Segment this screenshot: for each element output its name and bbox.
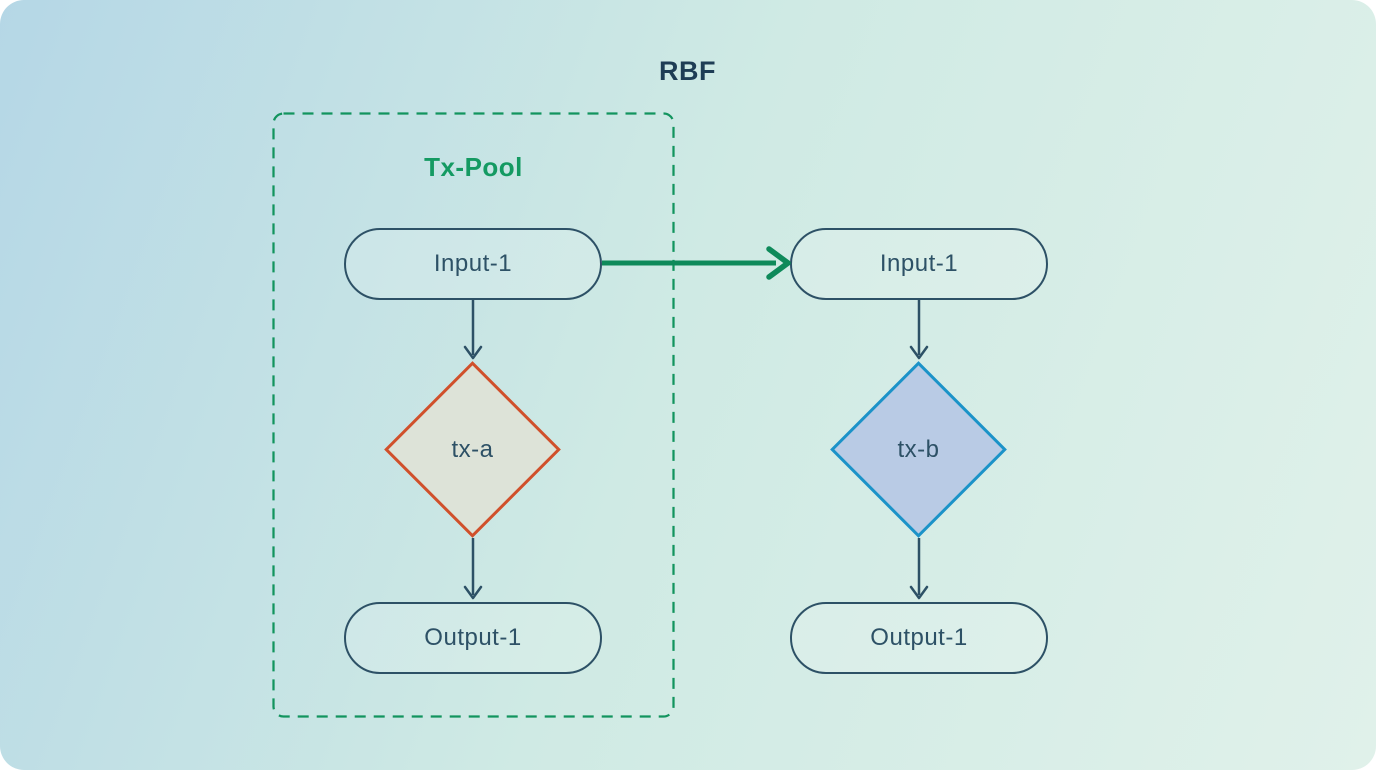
rbf-replacement-arrow [602, 246, 791, 280]
tx-pool-label: Tx-Pool [424, 152, 523, 182]
node-replacement-output-label: Output-1 [870, 624, 968, 651]
node-replacement-input: Input-1 [790, 228, 1048, 300]
node-tx-a-label: tx-a [451, 435, 494, 463]
node-pool-input-label: Input-1 [433, 250, 513, 277]
diagram-title: RBF [659, 56, 716, 86]
node-tx-b-label: tx-b [897, 435, 940, 463]
node-replacement-input-label: Input-1 [879, 250, 959, 277]
node-pool-output-label: Output-1 [424, 624, 522, 651]
tx-pool-box [272, 112, 675, 718]
node-pool-input: Input-1 [344, 228, 602, 300]
arrow-pool-input-to-tx-a [463, 300, 483, 360]
arrow-tx-b-to-replacement-output [909, 538, 929, 600]
node-replacement-output: Output-1 [790, 602, 1048, 674]
node-tx-b: tx-b [830, 361, 1007, 538]
node-pool-output: Output-1 [344, 602, 602, 674]
arrow-tx-a-to-pool-output [463, 538, 483, 600]
arrow-replacement-input-to-tx-b [909, 300, 929, 360]
